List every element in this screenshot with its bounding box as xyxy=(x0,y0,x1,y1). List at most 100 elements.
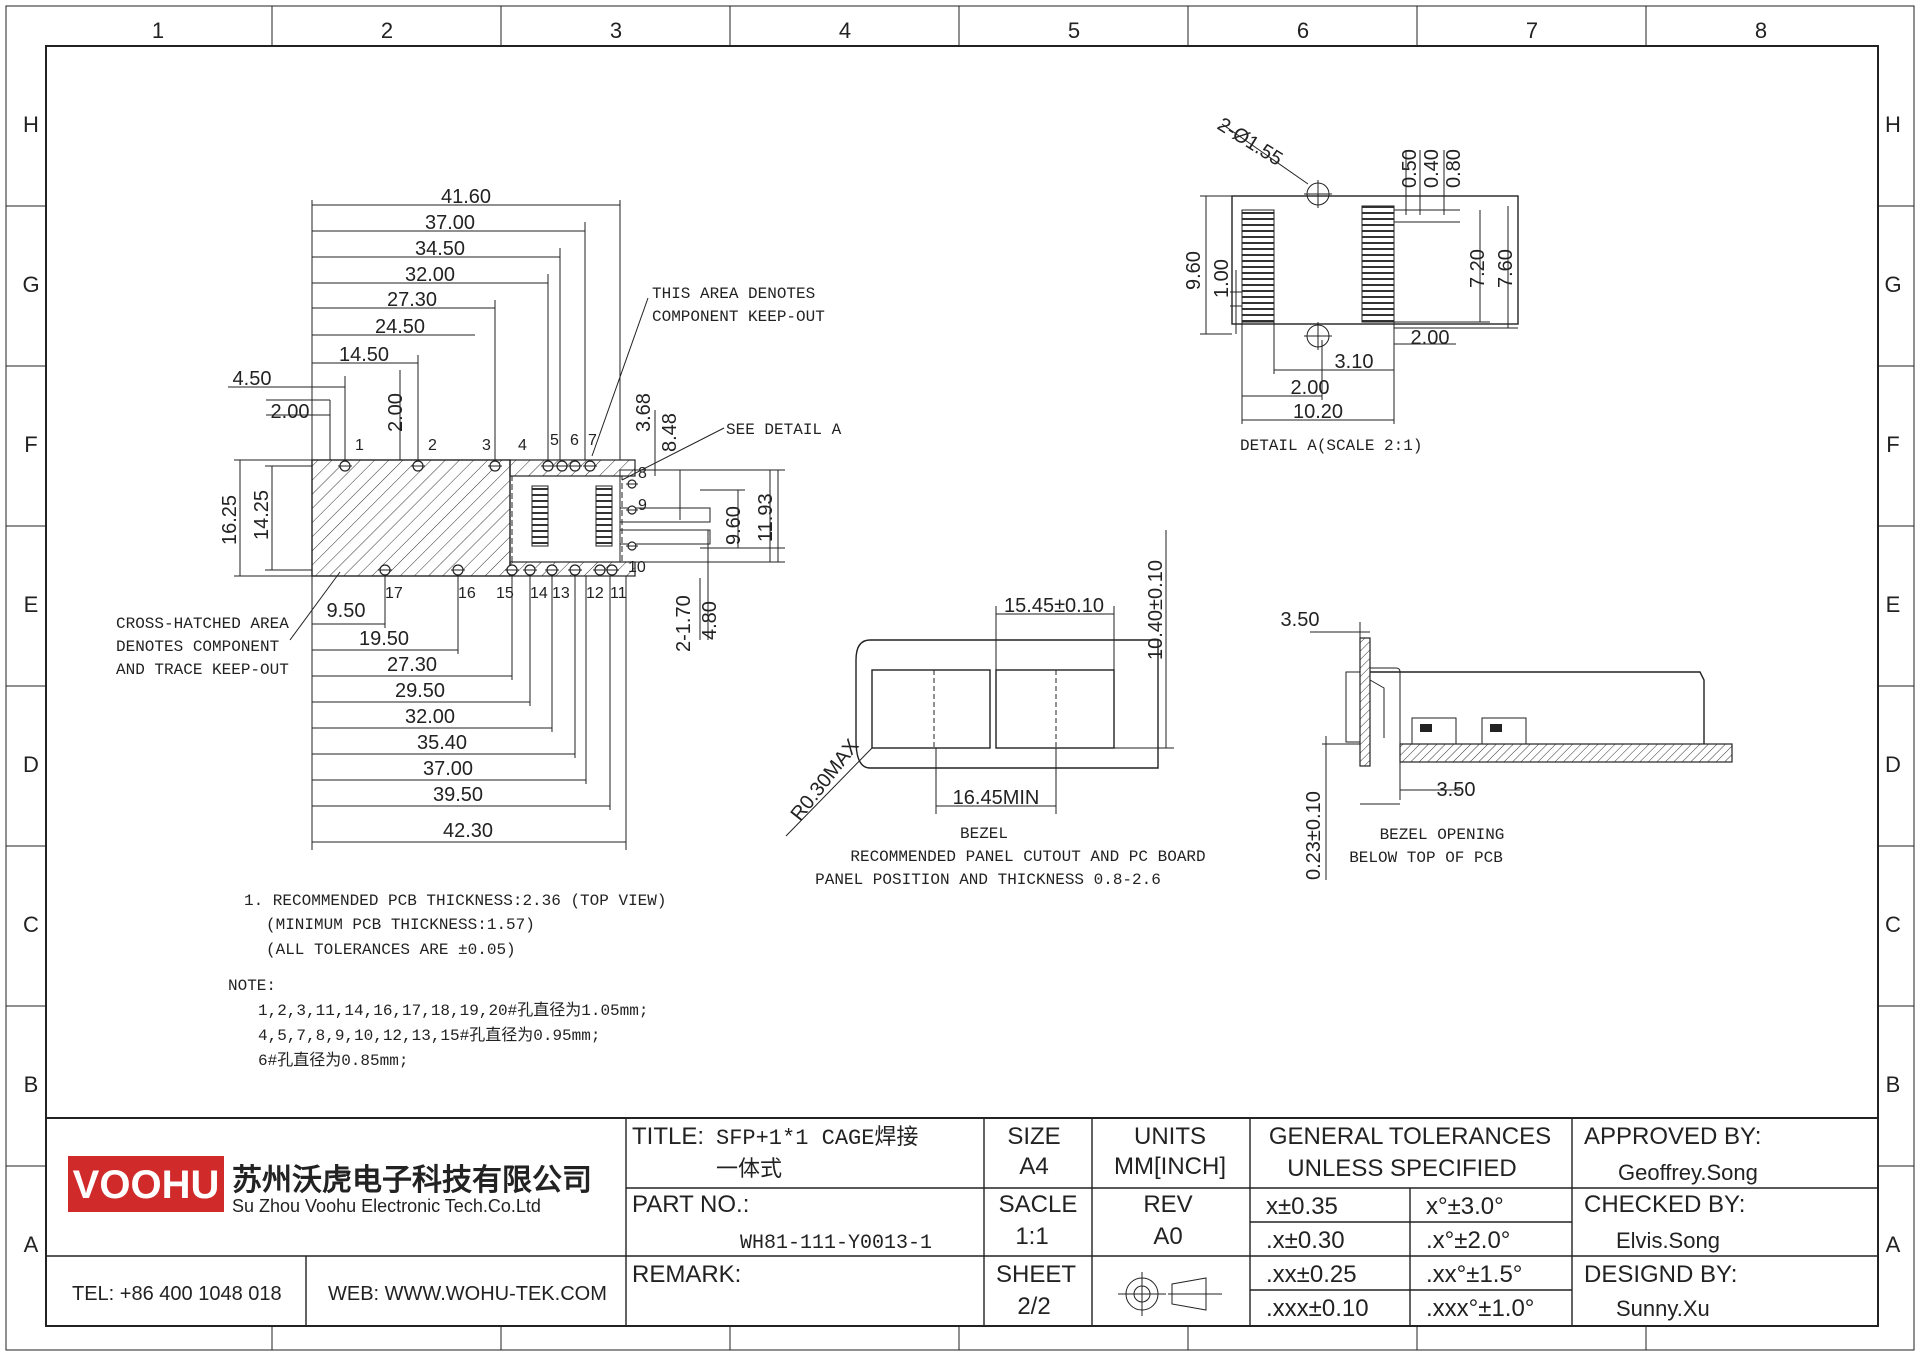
see-detail-a: SEE DETAIL A xyxy=(726,421,842,439)
dim-10-40: 10.40±0.10 xyxy=(1145,560,1167,660)
bezel-caption-line1: BEZEL xyxy=(960,825,1008,843)
row-label: G xyxy=(1884,272,1901,297)
note-hole-3: 6#孔直径为0.85mm; xyxy=(258,1051,408,1070)
pin-label: 4 xyxy=(518,437,527,454)
dim-7-20: 7.20 xyxy=(1467,249,1489,288)
dim-19-50: 19.50 xyxy=(359,628,409,650)
dim-4-50: 4.50 xyxy=(233,368,272,390)
dim-9-60-detail: 9.60 xyxy=(1183,251,1205,290)
pin-label: 12 xyxy=(586,585,604,602)
notes: 1. RECOMMENDED PCB THICKNESS:2.36 (TOP V… xyxy=(228,892,666,1070)
pin-label: 16 xyxy=(458,585,476,602)
dim-2-00: 2.00 xyxy=(271,401,310,423)
units-label: UNITS xyxy=(1134,1123,1206,1150)
designed-by-label: DESIGND BY: xyxy=(1584,1261,1737,1288)
column-labels: 1 2 3 4 5 6 7 8 xyxy=(152,18,1767,43)
tolerance-linear: x±0.35 xyxy=(1266,1193,1338,1220)
detail-a: 2-Ø1.55 0.50 0.4 xyxy=(1183,114,1519,455)
dim-14-50: 14.50 xyxy=(339,344,389,366)
pin-label: 14 xyxy=(530,585,548,602)
bezel-caption-line3: PANEL POSITION AND THICKNESS 0.8-2.6 xyxy=(815,871,1161,889)
crosshatch-note-line1: CROSS-HATCHED AREA xyxy=(116,615,289,633)
pin-label: 17 xyxy=(385,585,403,602)
col-label: 1 xyxy=(152,18,164,43)
row-label: G xyxy=(22,272,39,297)
crosshatch-note-line3: AND TRACE KEEP-OUT xyxy=(116,661,289,679)
row-label: D xyxy=(23,752,39,777)
row-label: C xyxy=(23,912,39,937)
pin-label: 1 xyxy=(355,437,364,454)
company-name-en: Su Zhou Voohu Electronic Tech.Co.Ltd xyxy=(232,1196,541,1216)
rev-value: A0 xyxy=(1153,1223,1182,1250)
tolerance-linear: .x±0.30 xyxy=(1266,1227,1345,1254)
note-min-thickness: (MINIMUM PCB THICKNESS:1.57) xyxy=(266,916,535,934)
tolerance-linear: .xxx±0.10 xyxy=(1266,1295,1369,1322)
detail-a-outline xyxy=(1231,195,1519,325)
title-label: TITLE: xyxy=(632,1123,704,1150)
col-label: 8 xyxy=(1755,18,1767,43)
logo-text: VOOHU xyxy=(73,1163,220,1207)
telephone: TEL: +86 400 1048 018 xyxy=(72,1283,282,1305)
dim-2-00-detail-b: 2.00 xyxy=(1291,377,1330,399)
bezel-panel xyxy=(1359,637,1371,767)
row-label: D xyxy=(1885,752,1901,777)
row-label: A xyxy=(1886,1232,1901,1257)
dim-hole-diameter: 2-Ø1.55 xyxy=(1213,114,1286,171)
dim-42-30: 42.30 xyxy=(443,820,493,842)
side-view: 3.50 3.50 0.23±0.10 BEZEL OPENING BELOW … xyxy=(1281,609,1733,880)
approved-by-label: APPROVED BY: xyxy=(1584,1123,1761,1150)
tolerance-angular: .xxx°±1.0° xyxy=(1426,1295,1534,1322)
pin-label: 10 xyxy=(628,559,646,576)
dim-32-00: 32.00 xyxy=(405,264,455,286)
note-keepout-line1: THIS AREA DENOTES xyxy=(652,285,815,303)
row-label: F xyxy=(24,432,37,457)
checked-by-label: CHECKED BY: xyxy=(1584,1191,1745,1218)
dim-r0-30: R0.30MAX xyxy=(787,735,864,825)
note-pcb-thickness: 1. RECOMMENDED PCB THICKNESS:2.36 (TOP V… xyxy=(244,892,666,910)
size-label: SIZE xyxy=(1007,1123,1060,1150)
tolerance-angular: x°±3.0° xyxy=(1426,1193,1504,1220)
row-label: E xyxy=(24,592,39,617)
pin-label: 2 xyxy=(428,437,437,454)
dim-0-40: 0.40 xyxy=(1421,149,1443,188)
dim-0-23: 0.23±0.10 xyxy=(1303,791,1325,880)
pin-label: 5 xyxy=(550,432,559,449)
dim-3-50-top: 3.50 xyxy=(1281,609,1320,631)
dim-27-30-bottom: 27.30 xyxy=(387,654,437,676)
row-labels: H G F E D C B A H G F E D C B A xyxy=(22,112,1901,1257)
component-keepout xyxy=(511,475,623,563)
tolerance-title-line2: UNLESS SPECIFIED xyxy=(1287,1155,1516,1182)
side-caption-line1: BEZEL OPENING xyxy=(1380,826,1505,844)
tolerance-linear: .xx±0.25 xyxy=(1266,1261,1357,1288)
col-label: 5 xyxy=(1068,18,1080,43)
pin-label: 3 xyxy=(482,437,491,454)
dim-16-45-min: 16.45MIN xyxy=(953,787,1040,809)
dim-37-00: 37.00 xyxy=(425,212,475,234)
part-no-value: WH81-111-Y0013-1 xyxy=(740,1232,932,1255)
projection-symbol-icon xyxy=(1118,1272,1222,1316)
note-hole-2: 4,5,7,8,9,10,12,13,15#孔直径为0.95mm; xyxy=(258,1026,600,1045)
sheet-value: 2/2 xyxy=(1017,1293,1050,1320)
logo-box xyxy=(68,1156,224,1212)
dim-24-50: 24.50 xyxy=(375,316,425,338)
tolerance-title-line1: GENERAL TOLERANCES xyxy=(1269,1123,1551,1150)
col-label: 3 xyxy=(610,18,622,43)
dim-29-50: 29.50 xyxy=(395,680,445,702)
dim-7-60: 7.60 xyxy=(1495,249,1517,288)
title-value-line1: SFP+1*1 CAGE焊接 xyxy=(716,1125,918,1151)
title-value-line2: 一体式 xyxy=(716,1157,782,1183)
row-label: C xyxy=(1885,912,1901,937)
crosshatch-note-line2: DENOTES COMPONENT xyxy=(116,638,279,656)
remark-label: REMARK: xyxy=(632,1261,741,1288)
units-value: MM[INCH] xyxy=(1114,1153,1226,1180)
dim-32-00-bottom: 32.00 xyxy=(405,706,455,728)
dim-15-45: 15.45±0.10 xyxy=(1004,595,1104,617)
part-no-label: PART NO.: xyxy=(632,1191,749,1218)
pin-label: 8 xyxy=(638,465,647,482)
dim-27-30: 27.30 xyxy=(387,289,437,311)
dim-11-93: 11.93 xyxy=(755,493,777,542)
pin-label: 7 xyxy=(588,432,597,449)
dim-34-50: 34.50 xyxy=(415,238,465,260)
cutout-port-2 xyxy=(995,669,1115,749)
